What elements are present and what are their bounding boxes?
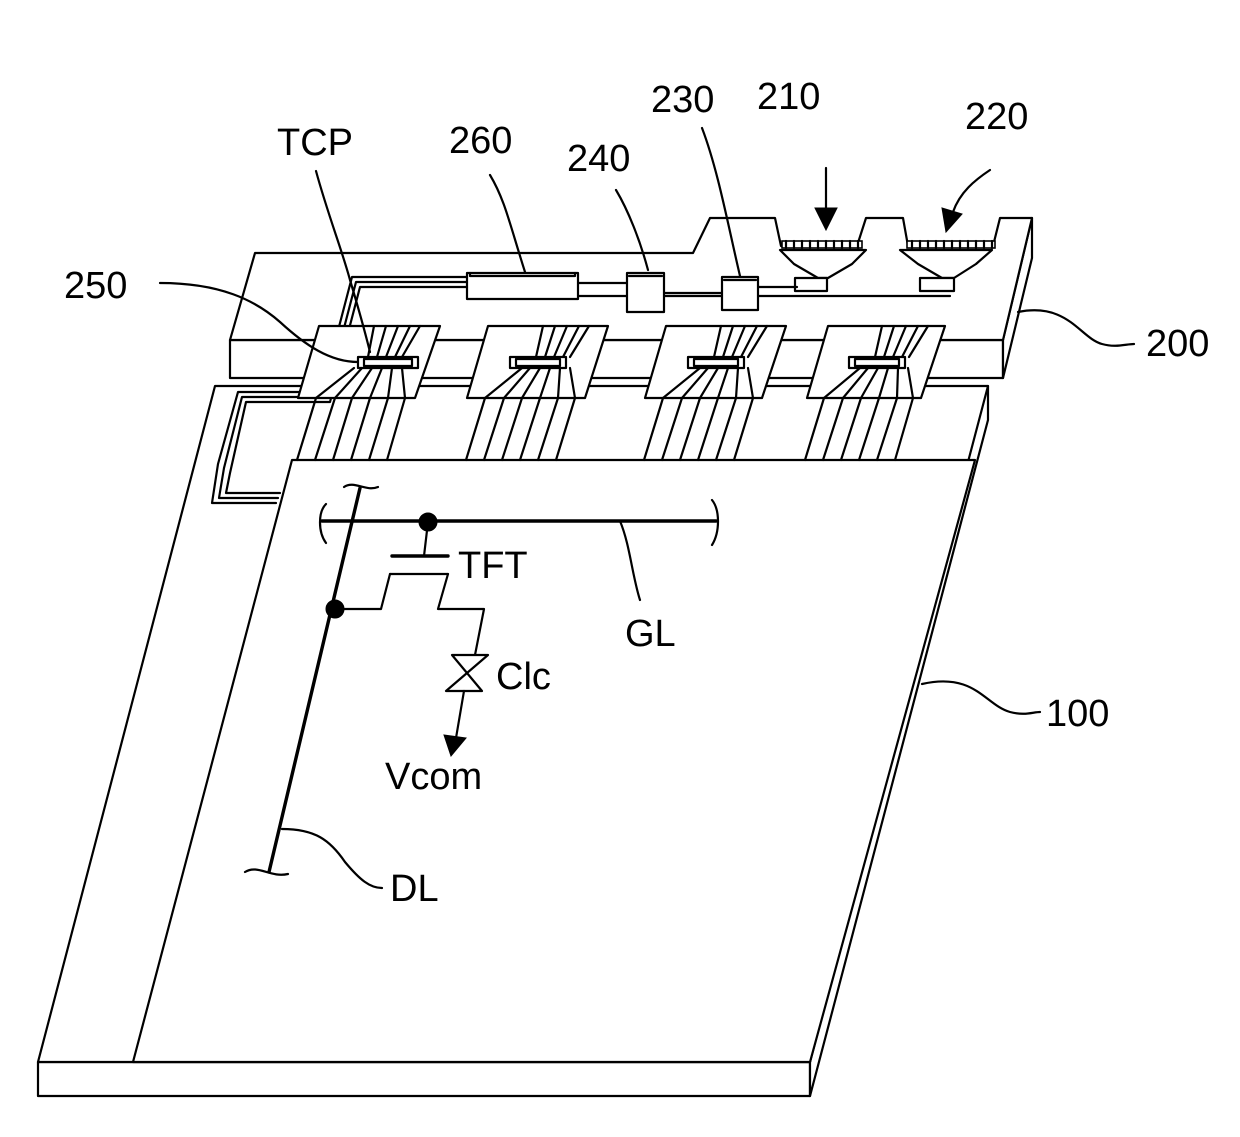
display-panel xyxy=(38,386,988,1096)
label-210: 210 xyxy=(757,76,820,118)
connector-210-base xyxy=(795,278,827,291)
label-clc: Clc xyxy=(496,656,551,698)
panel-front-edge xyxy=(38,1062,810,1096)
label-dl: DL xyxy=(390,868,439,910)
component-230 xyxy=(722,277,758,310)
label-vcom: Vcom xyxy=(385,756,482,798)
label-gl: GL xyxy=(625,613,676,655)
component-240 xyxy=(627,273,664,312)
connector-220-base xyxy=(920,278,954,291)
label-tcp: TCP xyxy=(277,122,353,164)
label-240: 240 xyxy=(567,138,630,180)
label-250: 250 xyxy=(64,265,127,307)
label-220: 220 xyxy=(965,96,1028,138)
leader-100 xyxy=(922,681,1040,713)
label-100: 100 xyxy=(1046,693,1109,735)
label-230: 230 xyxy=(651,79,714,121)
leader-200 xyxy=(1018,310,1134,346)
label-tft: TFT xyxy=(458,545,528,587)
label-200: 200 xyxy=(1146,323,1209,365)
label-260: 260 xyxy=(449,120,512,162)
